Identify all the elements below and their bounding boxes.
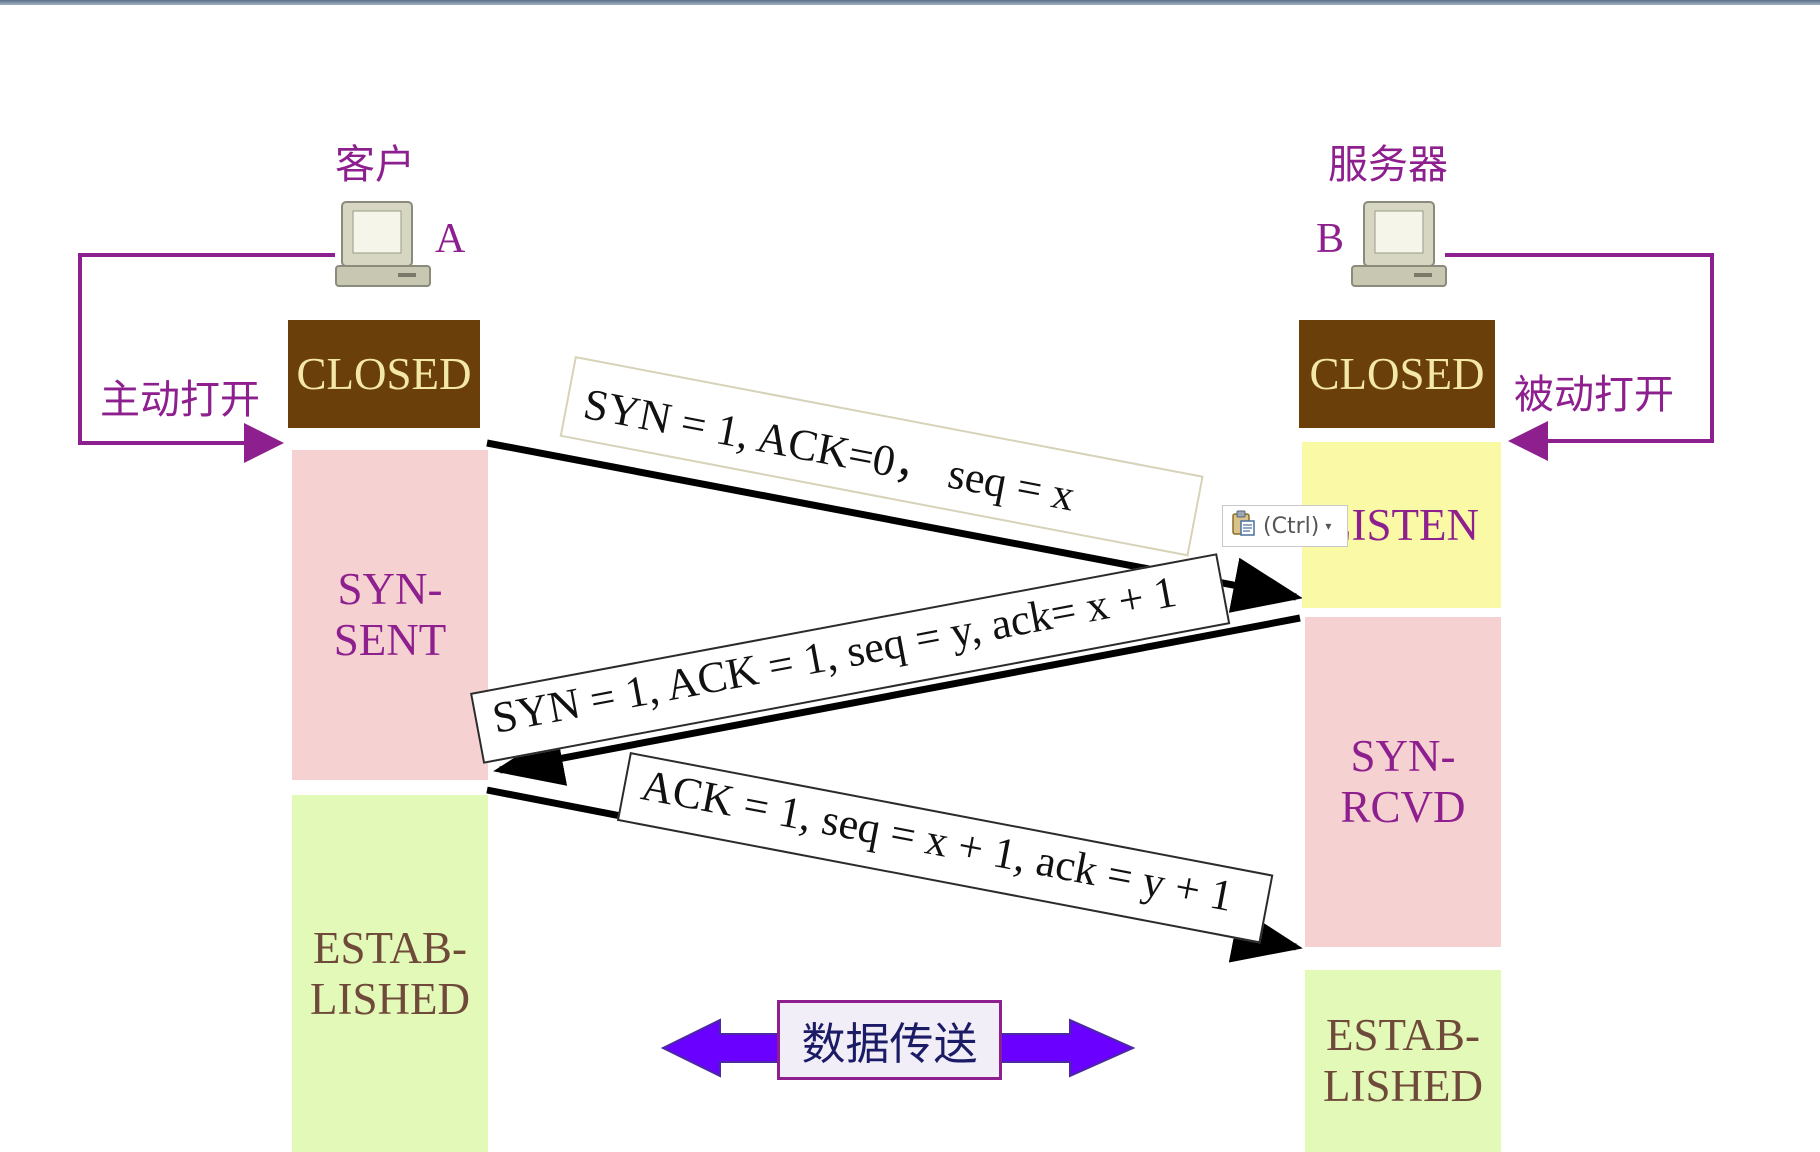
passive-open-arrow bbox=[1445, 253, 1714, 461]
active-open-label: 主动打开 bbox=[100, 377, 260, 423]
client-state-syn-sent: SYN- SENT bbox=[292, 450, 488, 780]
server-state-established: ESTAB- LISHED bbox=[1305, 970, 1501, 1152]
active-open-arrow bbox=[78, 253, 335, 463]
server-state-syn-rcvd: SYN- RCVD bbox=[1305, 617, 1501, 947]
client-letter: A bbox=[435, 216, 466, 262]
server-state-closed: CLOSED bbox=[1299, 320, 1495, 428]
computer-icon-server bbox=[1351, 201, 1447, 287]
computer-icon-client bbox=[335, 201, 431, 287]
client-state-closed: CLOSED bbox=[288, 320, 480, 428]
passive-open-label: 被动打开 bbox=[1514, 372, 1674, 418]
chevron-down-icon: ▾ bbox=[1325, 519, 1332, 533]
paste-options-label: (Ctrl) bbox=[1263, 513, 1320, 539]
client-state-established: ESTAB- LISHED bbox=[292, 795, 488, 1152]
window-top-bar bbox=[0, 0, 1820, 5]
server-letter: B bbox=[1316, 216, 1345, 262]
syn-ack-arrow bbox=[493, 614, 1301, 786]
clipboard-icon bbox=[1229, 509, 1257, 543]
client-name: 客户 bbox=[335, 142, 415, 188]
server-name: 服务器 bbox=[1328, 142, 1448, 188]
data-transfer-label: 数据传送 bbox=[777, 1000, 1002, 1080]
paste-options-button[interactable]: (Ctrl) ▾ bbox=[1222, 505, 1348, 547]
